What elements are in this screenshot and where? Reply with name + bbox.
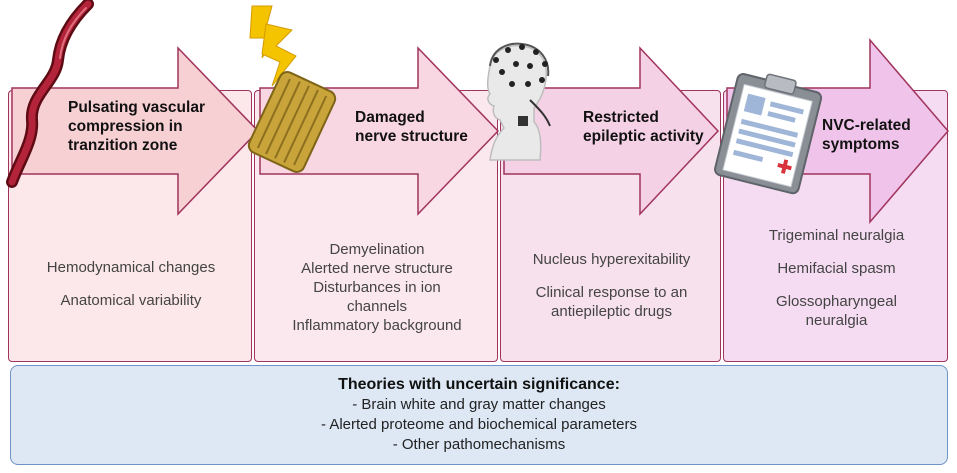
step-2-item-3: Disturbances in ion <box>313 279 441 296</box>
lightning-icon <box>249 5 297 87</box>
step-2-item-4: channels <box>346 298 408 315</box>
clipboard-icon <box>714 73 823 195</box>
step-3-heading: Restricted epileptic activity <box>583 108 704 146</box>
step-3-item-2: Clinical response to an <box>535 284 688 301</box>
step-1-heading-line-1: Pulsating vascular <box>68 99 205 116</box>
step-1-heading: Pulsating vascular compression in tranzi… <box>68 98 205 155</box>
step-4-heading: NVC-related symptoms <box>822 116 911 154</box>
step-2-item-1: Demyelination <box>329 241 425 258</box>
step-4-item-4: neuralgia <box>805 312 868 329</box>
step-1-item-1: Hemodynamical changes <box>46 259 216 276</box>
theories-item-1: - Brain white and gray matter changes <box>352 396 606 413</box>
theories-item-2: - Alerted proteome and biochemical param… <box>321 416 637 433</box>
step-1-arrow <box>11 46 260 216</box>
eeg-head-icon <box>486 42 551 161</box>
step-3-item-3: antiepileptic drugs <box>551 303 672 320</box>
step-4-item-2: Hemifacial spasm <box>777 260 896 277</box>
step-3-heading-line-2: epileptic activity <box>583 128 704 145</box>
step-1-items: Hemodynamical changes Anatomical variabi… <box>10 258 252 310</box>
step-2-heading-line-1: Damaged <box>355 109 425 126</box>
step-4-item-1: Trigeminal neuralgia <box>768 227 905 244</box>
step-1-heading-line-3: tranzition zone <box>68 137 178 154</box>
step-2-items: Demyelination Alerted nerve structure Di… <box>256 240 498 335</box>
step-4-heading-line-1: NVC-related <box>822 117 911 134</box>
blood-vessel-icon <box>6 0 94 188</box>
theories-item-3: - Other pathomechanisms <box>392 436 566 453</box>
step-2-item-2: Alerted nerve structure <box>301 260 453 277</box>
step-2-heading: Damaged nerve structure <box>355 108 468 146</box>
step-2-item-5: Inflammatory background <box>292 317 462 334</box>
step-3-heading-line-1: Restricted <box>583 109 659 126</box>
damaged-nerve-icon <box>247 71 337 173</box>
theories-box: Theories with uncertain significance: - … <box>10 365 948 465</box>
step-4-heading-line-2: symptoms <box>822 136 900 153</box>
step-3-arrow <box>503 46 720 216</box>
step-1-item-2: Anatomical variability <box>60 292 202 309</box>
step-4-items: Trigeminal neuralgia Hemifacial spasm Gl… <box>725 226 948 330</box>
step-2-heading-line-2: nerve structure <box>355 128 468 145</box>
step-1-heading-line-2: compression in <box>68 118 183 135</box>
theories-title: Theories with uncertain significance: <box>338 376 620 393</box>
step-4-item-3: Glossopharyngeal <box>776 293 897 310</box>
step-3-items: Nucleus hyperexitability Clinical respon… <box>502 250 721 321</box>
step-3-item-1: Nucleus hyperexitability <box>532 251 691 268</box>
